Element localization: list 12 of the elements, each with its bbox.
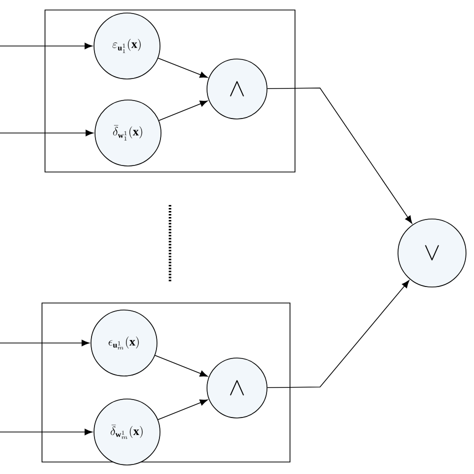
arrow <box>154 354 208 377</box>
arrow <box>267 88 412 224</box>
arrow <box>158 399 208 420</box>
group-box <box>42 302 290 462</box>
arrow <box>0 42 92 50</box>
arrow <box>267 280 410 388</box>
group-box <box>44 10 296 172</box>
arrow <box>0 340 90 346</box>
arrow <box>158 100 208 121</box>
arrow <box>158 58 208 78</box>
arrow <box>0 130 94 136</box>
arrow <box>0 428 92 436</box>
